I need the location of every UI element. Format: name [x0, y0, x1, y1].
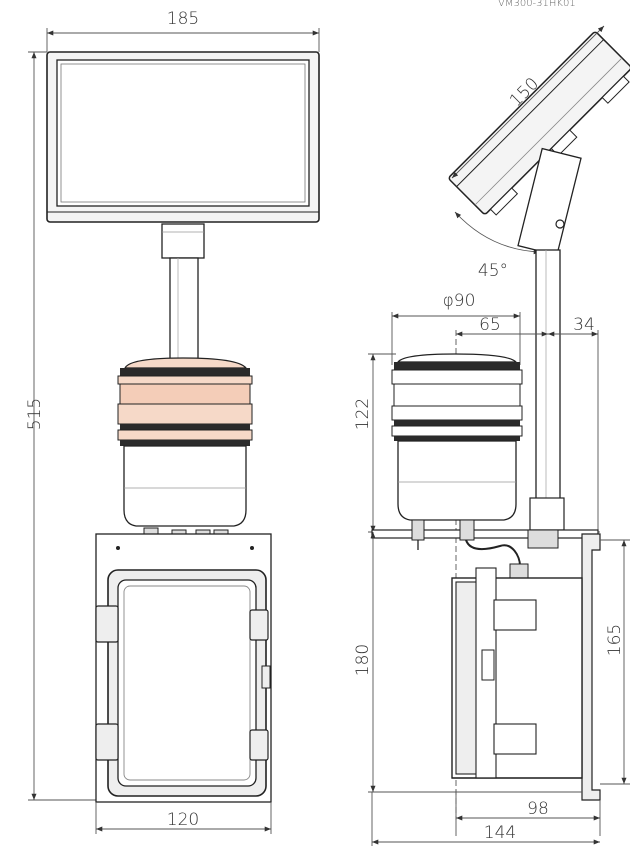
front-view: 185 515	[25, 9, 320, 834]
signal-light-side	[391, 353, 523, 521]
side-bracket	[371, 519, 601, 801]
signal-light-front	[117, 357, 253, 527]
dim-box-inner-height: 165	[605, 624, 625, 656]
dim-total-height: 515	[25, 398, 45, 430]
enclosure-box-front	[95, 569, 271, 797]
display-panel	[46, 51, 320, 223]
dim-pole-offset: 34	[573, 315, 595, 335]
dim-light-offset: 65	[479, 315, 501, 335]
model-code-fragment: VM300-31HK01	[498, 0, 576, 9]
side-view: 150 45° φ90 65 34	[353, 25, 630, 846]
angle-arc	[454, 211, 541, 255]
dim-box-width: 120	[167, 810, 199, 830]
dim-light-diameter: φ90	[443, 291, 476, 311]
dim-tilt-angle: 45°	[478, 261, 508, 281]
side-pole	[517, 147, 582, 531]
dim-box-height: 180	[353, 644, 373, 676]
dim-base-depth: 144	[484, 823, 516, 843]
enclosure-box-side	[451, 567, 583, 779]
dim-light-height: 122	[353, 398, 373, 430]
dim-box-depth: 98	[527, 799, 549, 819]
dim-line-panel-width	[451, 25, 605, 179]
dim-front-width: 185	[167, 9, 199, 29]
mount-pole	[161, 223, 205, 361]
